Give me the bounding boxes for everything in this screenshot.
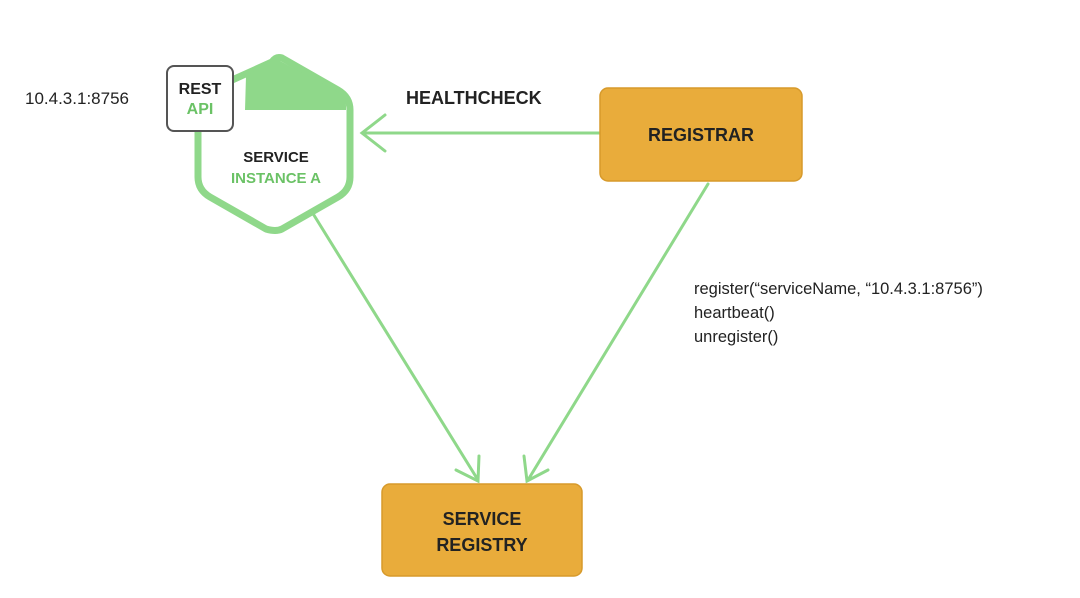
rest-api-line1: REST [179, 81, 222, 98]
service-instance-hexagon: SERVICE INSTANCE A [194, 54, 354, 234]
service-instance-line1: SERVICE [243, 149, 309, 166]
healthcheck-label: HEALTHCHECK [406, 88, 542, 108]
rest-api-line2: API [187, 101, 214, 118]
service-registry-line2: REGISTRY [436, 535, 527, 555]
arrows [310, 113, 710, 484]
service-instance-line2: INSTANCE A [231, 170, 321, 187]
service-registry-box: SERVICE REGISTRY [381, 483, 583, 577]
address-label: 10.4.3.1:8756 [25, 89, 129, 108]
call-register: register(“serviceName, “10.4.3.1:8756”) [694, 280, 983, 298]
registrar-box: REGISTRAR [599, 87, 803, 182]
call-unregister: unregister() [694, 328, 778, 346]
registrar-calls: register(“serviceName, “10.4.3.1:8756”) … [694, 280, 983, 346]
healthcheck-arrow [359, 113, 602, 153]
call-heartbeat: heartbeat() [694, 304, 775, 322]
service-registry-line1: SERVICE [443, 509, 522, 529]
registrar-label: REGISTRAR [648, 125, 754, 145]
rest-api-badge: REST API [166, 65, 234, 132]
instance-to-registry-arrow [310, 210, 481, 484]
registrar-to-registry-arrow [522, 182, 710, 484]
